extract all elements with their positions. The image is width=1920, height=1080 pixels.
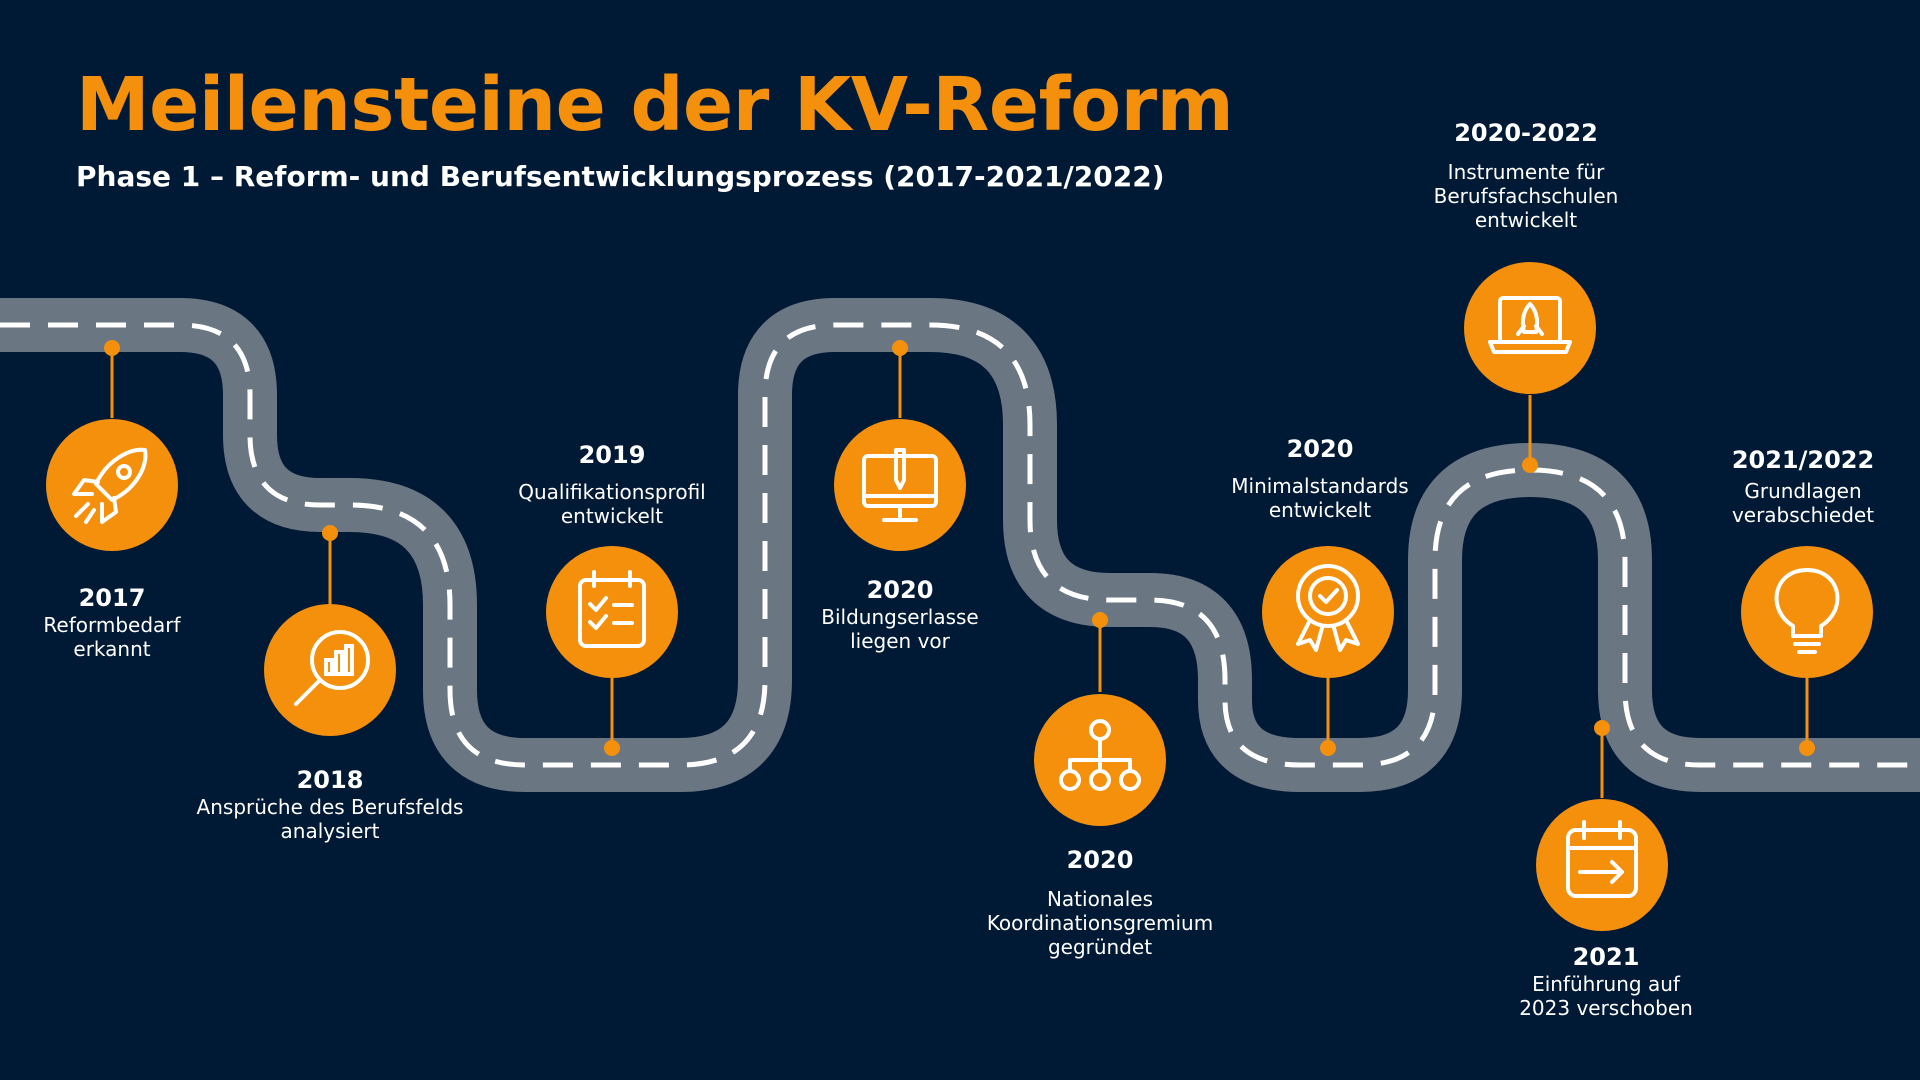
milestone-2019-badge	[546, 546, 678, 678]
rocket-icon	[72, 447, 148, 524]
milestone-2021-2022: 2021/2022 Grundlagen verabschiedet	[1653, 445, 1920, 527]
milestone-2021-badge	[1536, 799, 1668, 931]
road-dot-2020-a	[892, 340, 908, 356]
milestone-description: Einführung auf 2023 verschoben	[1519, 972, 1693, 1020]
milestone-year: 2020	[866, 576, 934, 604]
milestone-2021-2022-badge	[1741, 546, 1873, 678]
milestone-year: 2021	[1572, 943, 1640, 971]
milestone-2017: 2017 Reformbedarf erkannt	[0, 583, 262, 661]
org-chart-icon	[1059, 719, 1141, 791]
road-dot-2018	[322, 525, 338, 541]
milestone-description: Qualifikationsprofil entwickelt	[518, 480, 706, 528]
milestone-2018-badge	[264, 604, 396, 736]
milestone-year: 2021/2022	[1731, 446, 1875, 474]
monitor-pen-icon	[862, 448, 938, 522]
road-dot-2020-c	[1320, 740, 1336, 756]
milestone-description: Minimalstandards entwickelt	[1231, 474, 1409, 522]
milestone-description: Ansprüche des Berufsfelds analysiert	[196, 795, 464, 843]
milestone-2020-c-badge	[1262, 546, 1394, 678]
milestone-year: 2020-2022	[1454, 119, 1598, 147]
page-title: Meilensteine der KV-Reform	[76, 62, 1234, 148]
road-dot-2017	[104, 340, 120, 356]
milestone-2020-2022: 2020-2022 Instrumente für Berufsfachschu…	[1376, 118, 1676, 232]
road-dot-2021	[1594, 720, 1610, 736]
milestone-year: 2020	[1066, 846, 1134, 874]
lightbulb-icon	[1774, 568, 1840, 654]
road-center-line	[0, 322, 1920, 768]
checklist-icon	[578, 570, 646, 648]
milestone-2020-a-badge	[834, 419, 966, 551]
milestone-description: Instrumente für Berufsfachschulen entwic…	[1433, 160, 1619, 232]
milestone-description: Reformbedarf erkannt	[43, 613, 181, 661]
milestone-2018: 2018 Ansprüche des Berufsfelds analysier…	[180, 765, 480, 843]
milestone-year: 2017	[78, 584, 146, 612]
road-dot-2019	[604, 740, 620, 756]
milestone-2019: 2019 Qualifikationsprofil entwickelt	[462, 440, 762, 528]
road-dot-2021-2022	[1799, 740, 1815, 756]
calendar-arrow-icon	[1566, 820, 1638, 898]
milestone-2017-badge	[46, 419, 178, 551]
laptop-rocket-icon	[1488, 296, 1572, 354]
milestone-year: 2018	[296, 766, 364, 794]
milestone-2020-c: 2020 Minimalstandards entwickelt	[1170, 434, 1470, 522]
milestone-2020-a: 2020 Bildungserlasse liegen vor	[750, 575, 1050, 653]
road-dot-2020-2022	[1522, 457, 1538, 473]
milestone-year: 2019	[578, 441, 646, 469]
magnifier-chart-icon	[294, 630, 370, 706]
milestone-description: Grundlagen verabschiedet	[1731, 479, 1875, 527]
page-subtitle: Phase 1 – Reform- und Berufsentwicklungs…	[76, 160, 1165, 193]
road-dot-2020-b	[1092, 612, 1108, 628]
milestone-2020-2022-badge	[1464, 262, 1596, 394]
award-badge-icon	[1296, 564, 1360, 652]
milestone-2020-b: 2020 Nationales Koordinationsgremium geg…	[950, 845, 1250, 959]
milestone-2021: 2021 Einführung auf 2023 verschoben	[1456, 942, 1756, 1020]
milestone-year: 2020	[1286, 435, 1354, 463]
milestone-description: Bildungserlasse liegen vor	[821, 605, 979, 653]
milestone-2020-b-badge	[1034, 694, 1166, 826]
milestone-description: Nationales Koordinationsgremium gegründe…	[986, 887, 1214, 959]
